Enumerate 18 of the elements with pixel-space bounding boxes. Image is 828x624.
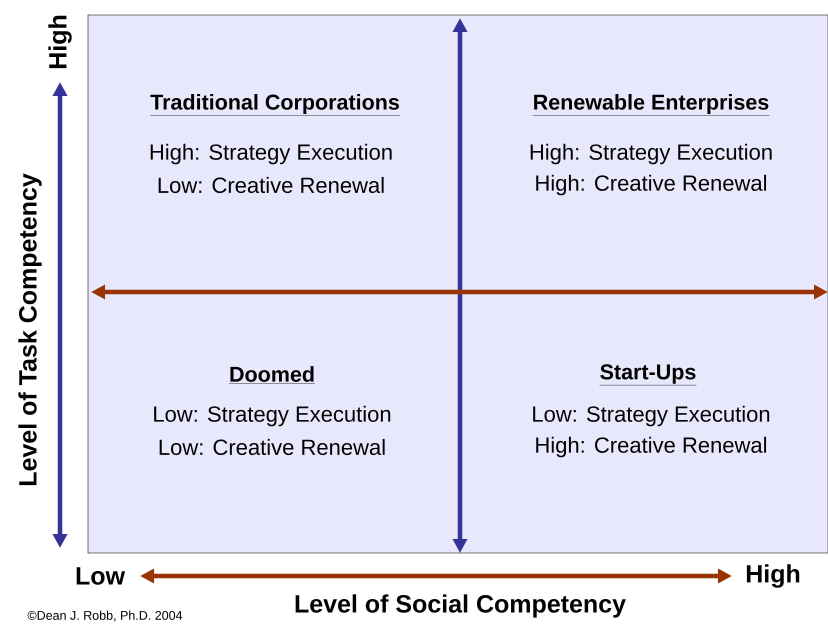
quadrant-text: High: Creative Renewal <box>536 436 766 458</box>
axis-label: High <box>746 564 800 588</box>
quadrant-text: Low: Strategy Execution <box>533 406 770 426</box>
copyright-note: ©Dean J. Robb, Ph.D. 2004 <box>28 610 182 622</box>
axis-label: Low <box>76 567 126 585</box>
axis-label: Level of Social Competency <box>296 594 626 618</box>
quadrant-text: High: Strategy Execution <box>150 144 392 164</box>
quadrant-title: Renewable Enterprises <box>532 94 770 116</box>
axis-label: Level of Task Competency <box>18 173 42 486</box>
axis-label: High <box>48 16 72 68</box>
quadrant-title: Traditional Corporations <box>150 94 400 116</box>
quadrant-text: High: Creative Renewal <box>536 174 766 196</box>
quadrant-text: Low: Creative Renewal <box>160 438 385 456</box>
quadrant-text: High: Strategy Execution <box>530 144 772 164</box>
quadrant-text: Low: Creative Renewal <box>158 176 384 194</box>
quadrant-text: Low: Strategy Execution <box>154 406 390 426</box>
quadrant-title: Doomed <box>228 366 316 384</box>
quadrant-title: Start-Ups <box>599 364 697 386</box>
